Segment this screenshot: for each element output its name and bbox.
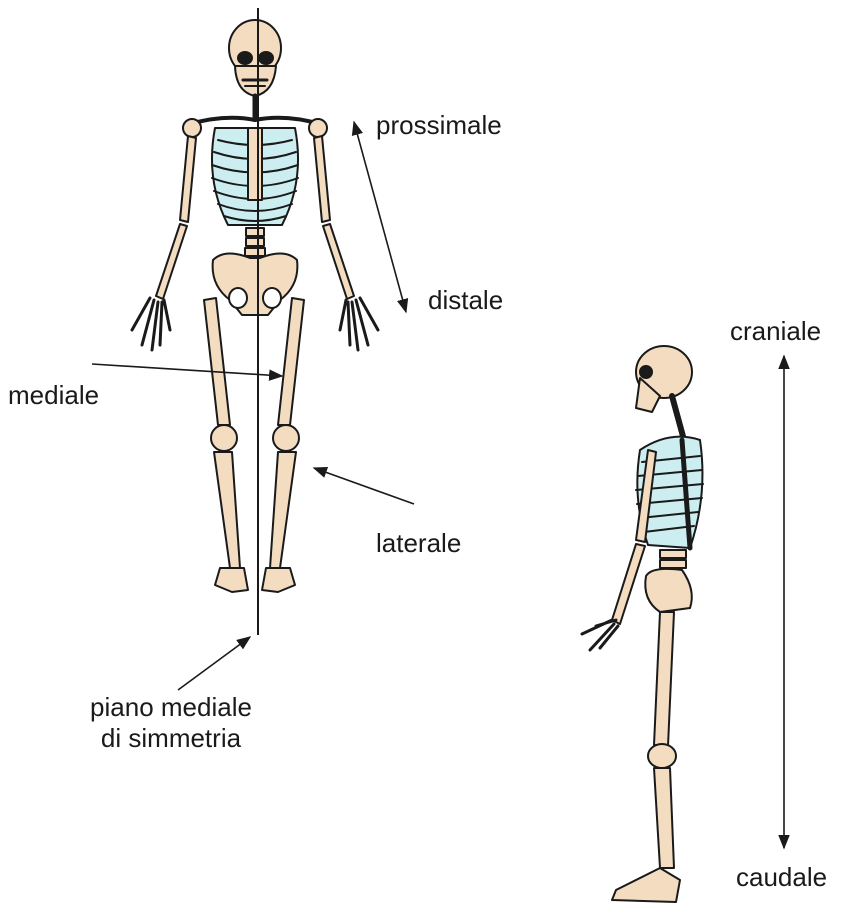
label-piano-mediale: piano mediale di simmetria (46, 692, 296, 754)
front-skull (229, 20, 281, 96)
label-caudale: caudale (736, 862, 827, 893)
label-laterale: laterale (376, 528, 461, 559)
prossimale-distale-arrow (354, 122, 406, 312)
front-pelvis (213, 253, 298, 315)
label-craniale: craniale (730, 316, 821, 347)
label-piano-line2: di simmetria (46, 723, 296, 754)
side-skull (636, 346, 692, 412)
front-lumbar (245, 228, 265, 256)
piano-mediale-arrow (178, 637, 250, 690)
front-legs (204, 298, 304, 592)
laterale-arrow (314, 468, 414, 504)
side-skeleton (582, 346, 703, 902)
label-mediale: mediale (8, 380, 99, 411)
label-piano-line1: piano mediale (46, 692, 296, 723)
mediale-arrow (92, 364, 282, 376)
front-ribcage (212, 128, 298, 225)
label-distale: distale (428, 285, 503, 316)
label-prossimale: prossimale (376, 110, 502, 141)
front-skeleton (132, 20, 378, 592)
